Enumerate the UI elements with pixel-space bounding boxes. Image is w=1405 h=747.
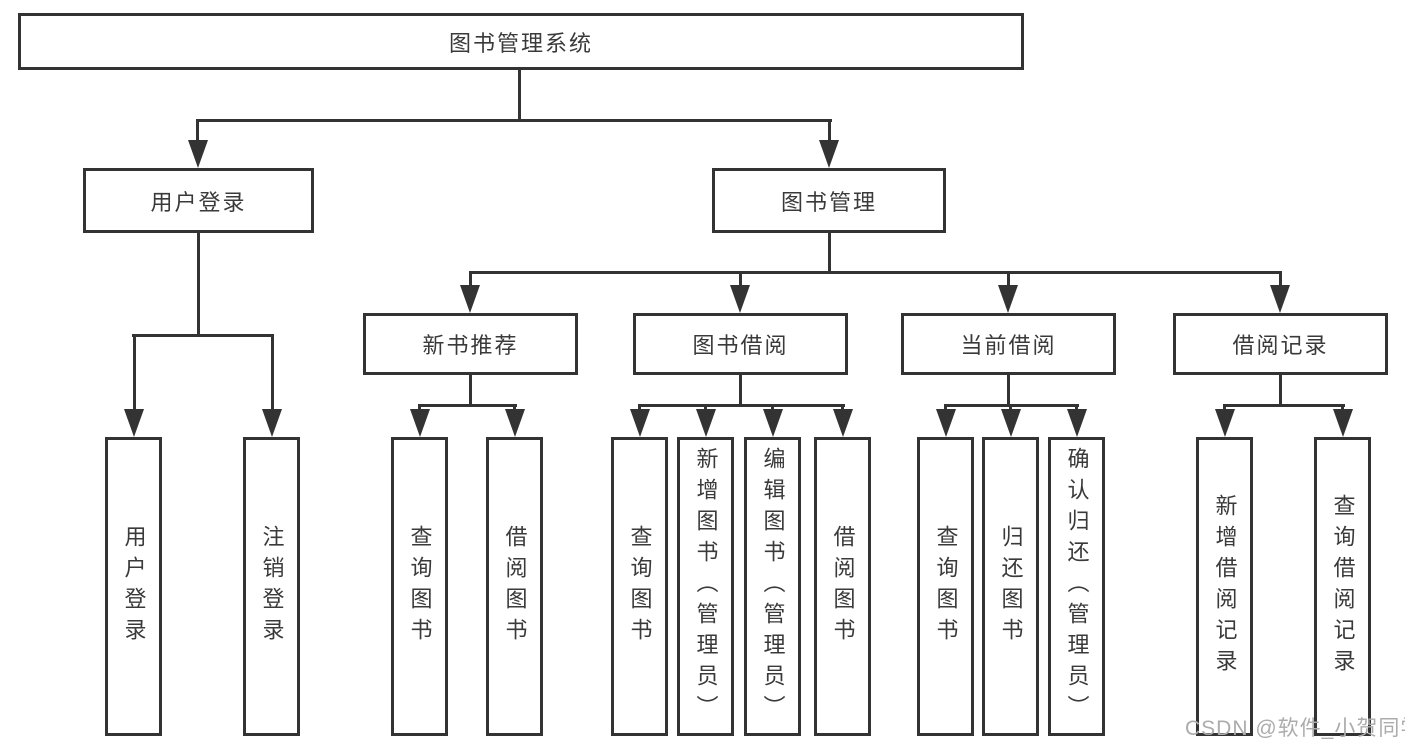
arrowhead <box>763 409 783 437</box>
connector-drop <box>638 404 641 412</box>
node-book-borrowing: 图书借阅 <box>633 313 848 375</box>
arrowhead-borrowing-records <box>1270 285 1290 313</box>
node-user-login: 用户登录 <box>83 168 314 233</box>
node-add-borrow-record: 新增借阅记录 <box>1196 437 1253 736</box>
connector-drop <box>704 404 707 412</box>
node-new-book-recommendation: 新书推荐 <box>363 313 578 375</box>
arrowhead <box>1215 409 1235 437</box>
arrowhead-login-leaf <box>124 409 144 437</box>
node-logout: 注销登录 <box>243 437 300 736</box>
node-query-borrow-record: 查询借阅记录 <box>1314 437 1371 736</box>
node-query-books-borrowing: 查询图书 <box>611 437 668 736</box>
connector-drop <box>1075 404 1078 412</box>
node-query-books-current: 查询图书 <box>917 437 974 736</box>
connector-bar-borrowing-records <box>1223 404 1345 407</box>
connector-drop <box>771 404 774 412</box>
connector-drop <box>1009 404 1012 412</box>
connector-drop-book-management <box>828 119 831 145</box>
arrowhead <box>833 409 853 437</box>
connector-drop <box>418 404 421 412</box>
node-confirm-return-admin: 确认归还（管理员） <box>1048 437 1105 736</box>
node-book-management: 图书管理 <box>712 168 946 233</box>
arrowhead-logout-leaf <box>262 409 282 437</box>
connector-bar-level2 <box>196 119 832 122</box>
arrowhead <box>410 409 430 437</box>
node-label: 确认归还（管理员） <box>1064 447 1090 726</box>
node-label: 归还图书 <box>998 524 1024 649</box>
connector-stem-borrowing-records <box>1279 375 1282 407</box>
node-add-books-admin: 新增图书（管理员） <box>677 437 734 736</box>
node-label: 编辑图书（管理员） <box>760 447 786 726</box>
arrowhead <box>1067 409 1087 437</box>
connector-drop-book-borrowing <box>739 271 742 291</box>
csdn-watermark: CSDN @软件_小贺同学 <box>1185 717 1405 740</box>
node-label: 用户登录 <box>121 524 147 649</box>
connector-bar-user-login <box>132 334 274 337</box>
arrowhead <box>1001 409 1021 437</box>
connector-drop-borrowing-records <box>1279 271 1282 291</box>
arrowhead-new-book <box>460 285 480 313</box>
connector-stem-user-login <box>197 231 200 337</box>
node-user-login-leaf: 用户登录 <box>105 437 162 736</box>
node-label: 查询图书 <box>933 524 959 649</box>
connector-drop-new-book <box>469 271 472 291</box>
node-label: 新增图书（管理员） <box>693 447 719 726</box>
node-label: 借阅图书 <box>830 524 856 649</box>
arrowhead <box>1333 409 1353 437</box>
connector-stem-root <box>518 70 521 122</box>
node-borrow-books-recommend: 借阅图书 <box>486 437 543 736</box>
node-borrowing-records: 借阅记录 <box>1173 313 1388 375</box>
connector-bar-book-borrowing <box>638 404 845 407</box>
connector-stem-book-management <box>828 231 831 274</box>
node-current-borrowing: 当前借阅 <box>901 313 1116 375</box>
arrowhead <box>696 409 716 437</box>
connector-drop <box>513 404 516 412</box>
node-label: 新增借阅记录 <box>1212 493 1238 680</box>
connector-drop <box>944 404 947 412</box>
node-label: 查询借阅记录 <box>1330 493 1356 680</box>
connector-stem-current-borrowing <box>1007 375 1010 407</box>
connector-drop-user-login <box>196 119 199 145</box>
node-label: 注销登录 <box>259 524 285 649</box>
connector-drop <box>841 404 844 412</box>
arrowhead-user-login <box>188 140 208 168</box>
node-label: 查询图书 <box>627 524 653 649</box>
node-query-books-recommend: 查询图书 <box>391 437 448 736</box>
connector-drop-login-leaf <box>133 334 136 412</box>
connector-drop <box>1341 404 1344 412</box>
arrowhead <box>936 409 956 437</box>
arrowhead-book-borrowing <box>730 285 750 313</box>
arrowhead-book-management <box>819 140 839 168</box>
connector-bar-level3 <box>469 271 1282 274</box>
connector-drop <box>1223 404 1226 412</box>
arrowhead <box>505 409 525 437</box>
connector-drop-logout-leaf <box>271 334 274 412</box>
node-return-books: 归还图书 <box>982 437 1039 736</box>
connector-stem-new-book <box>469 375 472 407</box>
connector-drop-current-borrowing <box>1007 271 1010 291</box>
arrowhead-current-borrowing <box>998 285 1018 313</box>
node-label: 查询图书 <box>407 524 433 649</box>
connector-stem-book-borrowing <box>739 375 742 407</box>
arrowhead <box>630 409 650 437</box>
connector-bar-new-book <box>418 404 517 407</box>
node-library-management-system: 图书管理系统 <box>18 13 1024 70</box>
node-label: 借阅图书 <box>502 524 528 649</box>
node-borrow-books-borrowing: 借阅图书 <box>814 437 871 736</box>
node-edit-books-admin: 编辑图书（管理员） <box>744 437 801 736</box>
